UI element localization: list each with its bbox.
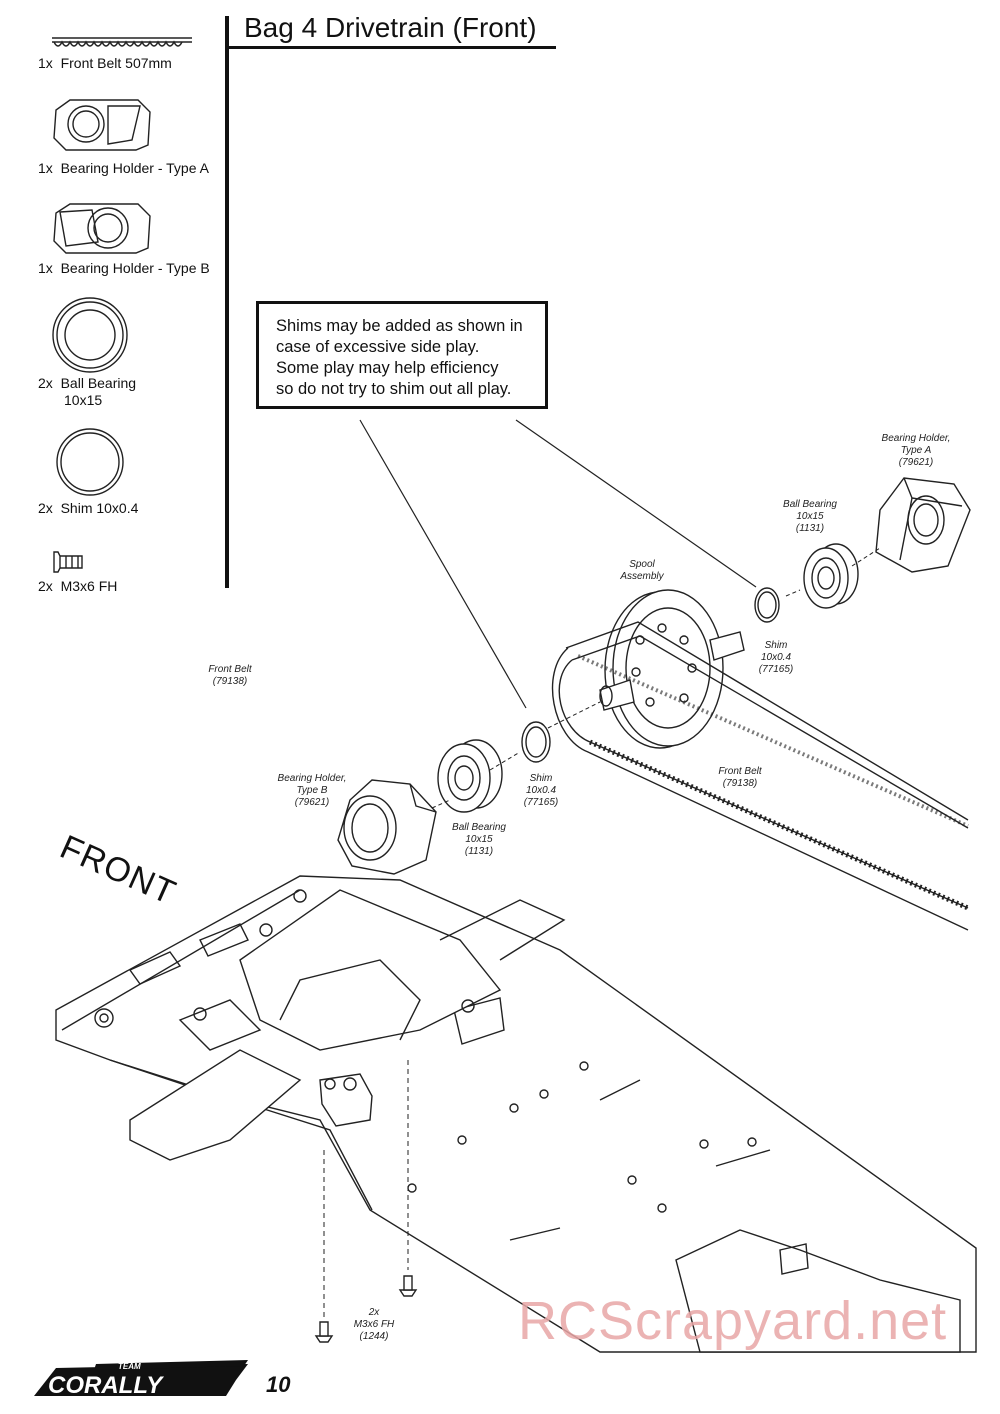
parts-list-item: 2x Shim 10x0.4 [38,500,138,517]
spool-part [599,589,745,749]
note-line: case of excessive side play. [276,338,480,356]
part-name: Front Belt 507mm [60,55,172,71]
part-qty: 2x [38,578,53,594]
callout-front-belt-left: Front Belt(79138) [208,664,252,687]
bearing-holder-a-part [875,477,971,573]
parts-list-item: 1x Bearing Holder - Type A [38,160,209,177]
part-name: M3x6 FH [60,578,118,594]
part-name: Shim 10x0.4 [60,500,139,516]
bearing-holder-b-part [337,779,437,875]
part-name: Bearing Holder - Type A [60,160,209,176]
bearing-holder-a-icon [53,99,151,151]
front-belt-part [551,621,970,931]
ball-bearing-right-part [803,543,859,609]
ball-bearing-left-part [437,739,503,813]
screw-icon [53,551,83,573]
parts-list-item: 2x M3x6 FH [38,578,117,595]
parts-list-item: 2x Ball Bearing 10x15 [38,375,136,409]
parts-list-item: 1x Front Belt 507mm [38,55,172,72]
part-qty: 2x [38,375,53,391]
brand-prefix-text: TEAM [118,1362,141,1371]
note-line: so do not try to shim out all play. [276,380,512,398]
callout-bearing-holder-a: Bearing Holder,Type A(79621) [881,433,951,468]
bearing-holder-b-icon [53,203,151,254]
ball-bearing-icon [52,297,128,373]
shim-left-part [521,721,551,763]
brand-text: CORALLY [48,1372,164,1399]
part-qty: 1x [38,260,53,276]
title-divider-vertical [225,16,229,588]
team-corally-logo: CORALLY TEAM [34,1360,248,1399]
callout-front-belt-right: Front Belt(79138) [718,766,762,789]
front-suspension [129,889,566,1161]
shim-right-part [754,587,780,623]
part-name-line2: 10x15 [64,392,103,408]
part-name: Bearing Holder - Type B [60,260,210,276]
screw-part-1 [398,1275,418,1297]
page-title: Bag 4 Drivetrain (Front) [244,12,537,43]
note-line: Shims may be added as shown in [276,317,523,335]
part-qty: 2x [38,500,53,516]
watermark: RCScrapyard.net [518,1291,948,1351]
part-name: Ball Bearing [60,375,137,391]
callout-bearing-holder-b: Bearing Holder,Type B(79621) [277,773,347,808]
shim-note-box: Shims may be added as shown in case of e… [256,301,548,409]
page-number: 10 [266,1372,291,1397]
title-underline [228,46,556,49]
part-qty: 1x [38,55,53,71]
note-line: Some play may help efficiency [276,359,499,377]
part-qty: 1x [38,160,53,176]
rear-section [675,1229,961,1353]
belt-icon [52,37,192,47]
shim-icon [56,428,124,496]
screw-part-2 [314,1321,334,1343]
parts-list-item: 1x Bearing Holder - Type B [38,260,210,277]
